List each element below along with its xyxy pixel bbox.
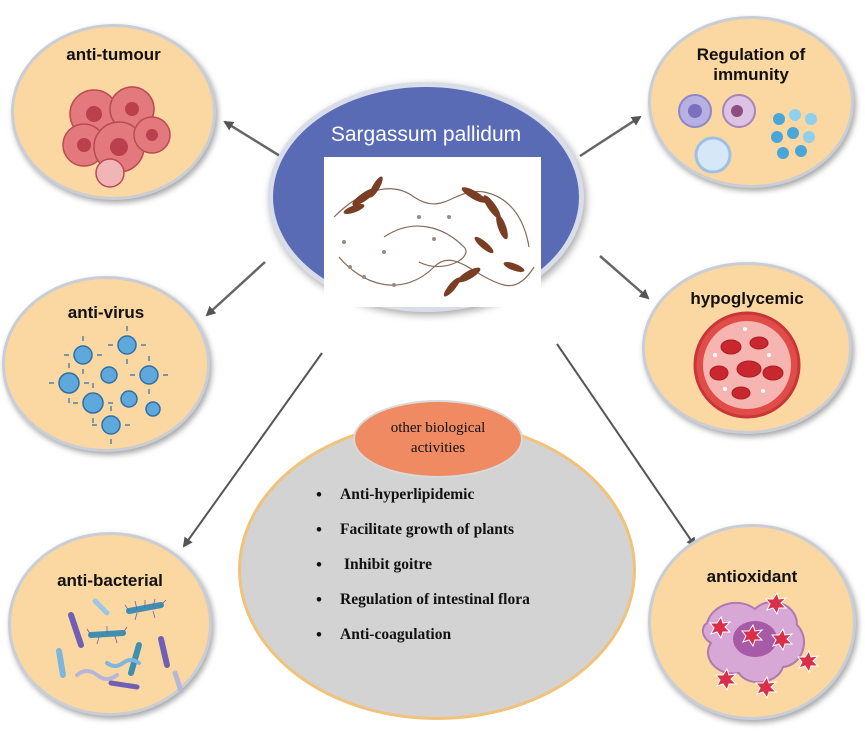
other-activities-list: Anti-hyperlipidemic Facilitate growth of… [316,485,530,661]
list-item: Regulation of intestinal flora [316,590,530,626]
badge-title: other biological activities [390,420,486,456]
immune-cells-icon [678,94,817,174]
list-item: Facilitate growth of plants [316,520,530,556]
oxidative-stress-icon [701,591,820,700]
node-label: Regulation of immunity [696,45,806,84]
node-label: anti-bacterial [57,571,163,590]
node-anti-bacterial: anti-bacterial [8,532,212,716]
arrow-to-regulation-of-immunity [579,115,642,158]
node-label: antioxidant [706,567,798,586]
list-item: Anti-coagulation [316,625,530,661]
center-node: Sargassum pallidum [268,82,584,312]
arrow-to-anti-bacterial [182,352,323,548]
center-title: Sargassum pallidum [330,123,522,146]
blood-vessel-icon [693,311,801,419]
node-antioxidant: antioxidant [648,524,856,720]
node-hypoglycemic: hypoglycemic [642,262,852,434]
other-activities-badge: other biological activities [353,400,523,478]
arrow-to-hypoglycemic [599,255,650,300]
seaweed-illustration [333,176,535,297]
node-regulation-of-immunity: Regulation of immunity [648,16,854,188]
arrow-to-anti-tumour [223,120,281,158]
virus-particles-icon [49,326,168,444]
node-anti-tumour: anti-tumour [11,24,216,200]
node-label: anti-tumour [66,45,161,64]
tumour-cells-icon [62,86,171,188]
seaweed-photo [324,157,541,307]
node-anti-virus: anti-virus [2,276,210,452]
arrow-to-antioxidant [556,343,697,548]
bacteria-icon [56,598,184,694]
list-item: Inhibit goitre [316,555,530,591]
arrow-to-anti-virus [205,261,266,317]
node-label: anti-virus [67,303,145,322]
node-label: hypoglycemic [690,289,804,308]
list-item: Anti-hyperlipidemic [316,485,530,521]
